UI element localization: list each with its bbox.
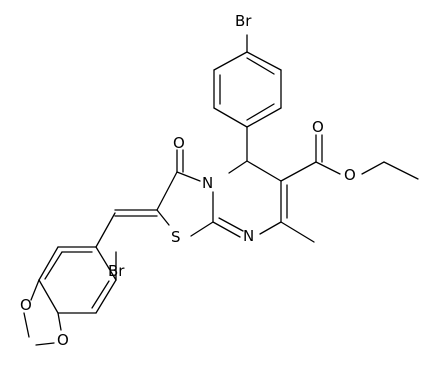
atom-o-dioxole-lower: O — [57, 331, 69, 349]
atom-o-ketone: O — [173, 134, 185, 152]
bond-lines — [23, 34, 419, 346]
atom-br-bottom: Br — [108, 262, 125, 280]
bond-methyl — [280, 221, 315, 243]
atom-o-ester: O — [344, 166, 356, 184]
atom-s-ring: S — [171, 228, 181, 246]
atom-o-dioxole-upper: O — [20, 296, 32, 314]
atom-n-imine: N — [243, 227, 254, 245]
atom-labels: Br Br O O O N N S O O — [20, 12, 356, 349]
atom-o-ester-carbonyl: O — [312, 118, 324, 136]
atom-n-ring: N — [202, 174, 213, 192]
atom-br-top: Br — [235, 12, 252, 30]
